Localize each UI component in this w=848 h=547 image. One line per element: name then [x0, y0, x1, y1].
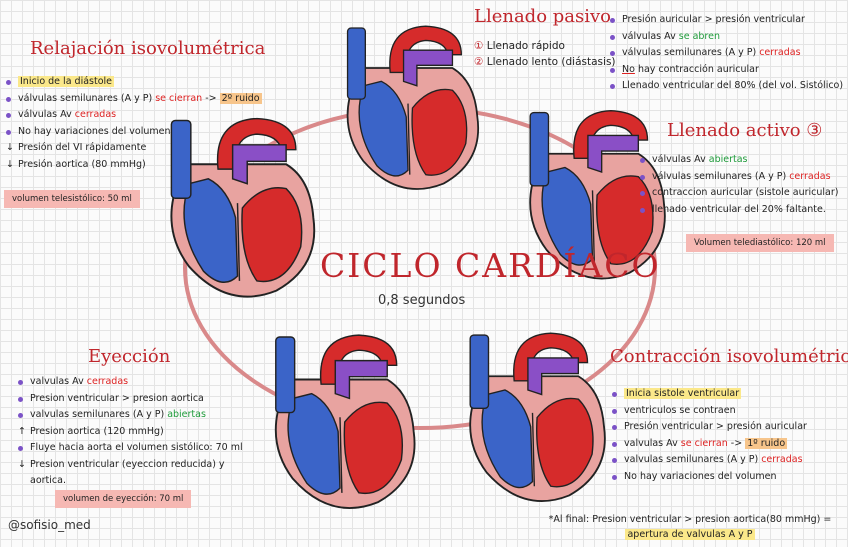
- contraccion-list: Inicia sistole ventricular ventriculos s…: [612, 386, 807, 485]
- list-item: válvulas Av abiertas: [640, 152, 838, 169]
- list-item: válvulas Av cerradas: [6, 107, 262, 124]
- list-item: Fluye hacia aorta el volumen sistólico: …: [18, 440, 243, 457]
- list-item: Inicia sistole ventricular: [612, 386, 807, 403]
- footnote-line-2: apertura de valvulas A y P: [625, 529, 755, 540]
- heart-contraccion: [450, 310, 615, 525]
- list-item: válvulas semilunares (A y P) cerradas: [640, 169, 838, 186]
- list-item: valvulas semilunares (A y P) cerradas: [612, 452, 807, 469]
- list-item: Llenado ventricular del 80% (del vol. Si…: [610, 78, 843, 95]
- list-item: Inicio de la diástole: [6, 74, 262, 91]
- llenado-activo-volume-badge: Volumen telediastólico: 120 ml: [686, 234, 834, 252]
- list-item: válvulas Av se abren: [610, 29, 843, 46]
- list-item: ventriculos se contraen: [612, 403, 807, 420]
- list-item: Presión ventricular > presión auricular: [612, 419, 807, 436]
- list-item: contraccion auricular (sistole auricular…: [640, 185, 838, 202]
- relajacion-volume-badge: volumen telesistólico: 50 ml: [4, 190, 140, 208]
- list-item: ↓Presión aortica (80 mmHg): [6, 158, 146, 170]
- contraccion-footnote: *Al final: Presion ventricular > presion…: [540, 512, 840, 542]
- list-item: llenado ventricular del 20% faltante.: [640, 202, 838, 219]
- list-item: No hay contracción auricular: [610, 62, 843, 79]
- step-1: ① Llenado rápido: [474, 40, 565, 52]
- author-signature: @sofisio_med: [8, 518, 91, 532]
- list-item: No hay variaciones del volumen: [6, 124, 262, 141]
- list-item: valvulas semilunares (A y P) abiertas: [18, 407, 243, 424]
- llenado-pasivo-list: Presión auricular > presión ventricular …: [610, 12, 843, 95]
- list-item: válvulas semilunares (A y P) se cierran …: [6, 91, 262, 108]
- list-item: ↑Presion aortica (120 mmHg): [18, 425, 164, 437]
- list-item: Presión auricular > presión ventricular: [610, 12, 843, 29]
- center-title: CICLO CARDÍACO: [320, 246, 661, 285]
- heart-eyeccion: [255, 312, 425, 532]
- list-item: ↓Presion ventricular (eyeccion reducida)…: [18, 458, 225, 470]
- footnote-line-1: *Al final: Presion ventricular > presion…: [548, 514, 832, 525]
- contraccion-title: Contracción isovolumétrica: [610, 346, 848, 367]
- center-subtitle: 0,8 segundos: [378, 293, 466, 308]
- list-item: No hay variaciones del volumen: [612, 469, 807, 486]
- eyeccion-list: valvulas Av cerradas Presion ventricular…: [18, 374, 243, 490]
- list-item: Presion ventricular > presion aortica: [18, 391, 243, 408]
- list-item: válvulas semilunares (A y P) cerradas: [610, 45, 843, 62]
- llenado-pasivo-title: Llenado pasivo: [474, 6, 612, 27]
- list-item: valvulas Av se cierran -> 1º ruido: [612, 436, 807, 453]
- llenado-activo-title: Llenado activo ③: [667, 120, 823, 141]
- list-item: valvulas Av cerradas: [18, 374, 243, 391]
- heart-llenado-pasivo: [328, 8, 488, 208]
- llenado-activo-list: válvulas Av abiertas válvulas semilunare…: [640, 152, 838, 218]
- list-item: ↓Presión del VI rápidamente: [6, 142, 147, 153]
- relajacion-title: Relajación isovolumétrica: [30, 38, 266, 59]
- relajacion-list: Inicio de la diástole válvulas semilunar…: [6, 74, 262, 173]
- eyeccion-title: Eyección: [88, 346, 171, 367]
- step-2: ② Llenado lento (diástasis): [474, 56, 616, 68]
- list-item: aortica.: [30, 475, 66, 486]
- eyeccion-volume-badge: volumen de eyección: 70 ml: [55, 490, 192, 508]
- llenado-pasivo-steps: ① Llenado rápido ② Llenado lento (diásta…: [474, 38, 616, 70]
